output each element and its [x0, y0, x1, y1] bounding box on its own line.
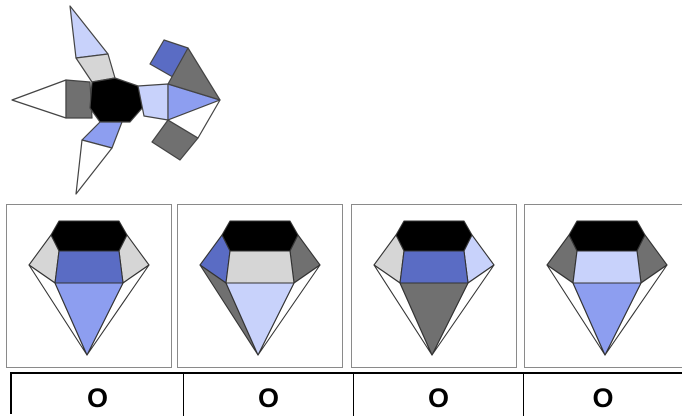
option-1-box[interactable] [6, 204, 172, 368]
answer-option-3[interactable]: O [354, 374, 524, 416]
option-1-gem [7, 205, 173, 369]
gem-crown-top [396, 221, 472, 251]
option-3-gem [352, 205, 518, 369]
answer-row: O O O O [10, 372, 682, 414]
option-2-box[interactable] [177, 204, 343, 368]
net-face-left-quad [66, 80, 92, 118]
net-face-top-left-quad [76, 54, 115, 82]
unfolded-net-figure [0, 0, 240, 200]
gem-crown-top [222, 221, 298, 251]
answer-option-4[interactable]: O [524, 374, 682, 416]
gem-crown-top [569, 221, 645, 251]
net-face-hexagon [90, 78, 144, 122]
net-face-right-quad [138, 84, 168, 120]
answer-option-1[interactable]: O [12, 374, 184, 416]
net-face-bottom-left-triangle [76, 140, 112, 194]
gem-crown-front [226, 251, 294, 283]
option-3-box[interactable] [351, 204, 517, 368]
gem-crown-front [400, 251, 468, 283]
net-face-left-triangle [12, 80, 66, 118]
option-4-gem [525, 205, 682, 369]
option-4-box[interactable] [524, 204, 682, 368]
gem-crown-front [573, 251, 641, 283]
gem-crown-top [51, 221, 127, 251]
answer-option-2[interactable]: O [184, 374, 354, 416]
gem-crown-front [55, 251, 123, 283]
net-face-top-left-triangle [70, 6, 108, 58]
option-2-gem [178, 205, 344, 369]
